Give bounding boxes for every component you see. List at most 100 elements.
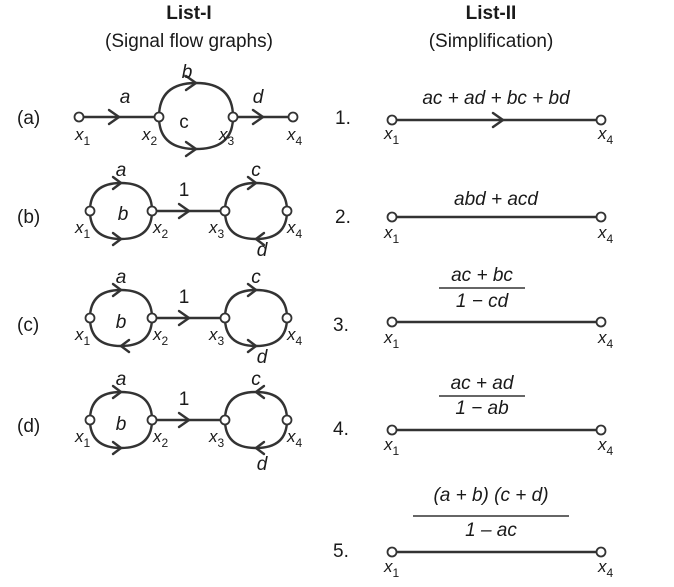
gain-label: 1 (179, 389, 190, 410)
gain-label: a (120, 87, 131, 108)
gain-label: d (257, 347, 269, 368)
graph-label: (b) (17, 207, 40, 228)
arrow-right-icon (111, 231, 123, 247)
gain-label: 1 (179, 180, 190, 201)
node-label: x3 (208, 427, 225, 450)
node (146, 414, 158, 426)
arrow-right-icon (251, 108, 265, 126)
option-numerator: ac + ad (451, 373, 515, 394)
gain-label: d (257, 240, 269, 261)
graph-label: (a) (17, 108, 40, 129)
node (281, 205, 293, 217)
loop2-lower (223, 317, 289, 348)
arrow-right-icon (177, 202, 191, 220)
node (219, 414, 231, 426)
branch-upper (157, 81, 235, 118)
gain-label: a (116, 369, 127, 390)
node (595, 546, 607, 558)
arrow-right-icon (107, 108, 121, 126)
signal-flow-graph-a: (a) a b c d x1 x2 x3 x4 (17, 62, 303, 158)
node-label: x1 (383, 124, 400, 147)
arrow-right-icon (111, 175, 123, 191)
loop2-upper (223, 288, 289, 319)
node (84, 414, 96, 426)
gain-label: d (257, 454, 269, 475)
signal-flow-graph-d: (d) a b 1 c d x1 x2 x3 x4 (17, 369, 303, 475)
node-label: x2 (152, 325, 169, 348)
arrow-right-icon (491, 111, 505, 129)
node (84, 205, 96, 217)
node-label: x2 (141, 125, 158, 148)
node (153, 111, 165, 123)
arrow-left-icon (254, 384, 266, 400)
node (595, 316, 607, 328)
node (219, 312, 231, 324)
node (146, 205, 158, 217)
loop2-upper (223, 181, 289, 212)
node-label: x4 (597, 124, 614, 147)
gain-label: b (118, 204, 129, 225)
option-numerator: ac + bc (451, 265, 513, 286)
node (227, 111, 239, 123)
list1-subtitle: (Signal flow graphs) (105, 31, 273, 52)
node (595, 424, 607, 436)
option-number: 5. (333, 541, 349, 562)
gain-label: c (251, 369, 261, 390)
node-label: x3 (218, 125, 235, 148)
node-label: x4 (597, 435, 614, 458)
node-label: x2 (152, 218, 169, 241)
node-label: x1 (383, 328, 400, 351)
node (84, 312, 96, 324)
node-label: x2 (152, 427, 169, 450)
signal-flow-graph-c: (c) a b 1 c d x1 x2 x3 x4 (17, 267, 303, 368)
arrow-right-icon (184, 140, 198, 158)
option-1: 1. ac + ad + bc + bd x1 x4 (335, 88, 614, 147)
arrow-left-icon (254, 231, 266, 247)
node (219, 205, 231, 217)
gain-label: 1 (179, 287, 190, 308)
node-label: x3 (208, 325, 225, 348)
loop2-upper (223, 390, 289, 421)
node-label: x1 (383, 223, 400, 246)
loop2-lower (223, 210, 289, 241)
gain-label: c (179, 112, 189, 133)
node-label: x1 (383, 435, 400, 458)
node (287, 111, 299, 123)
node-label: x4 (286, 218, 303, 241)
gain-label: a (116, 160, 127, 181)
option-2: 2. abd + acd x1 x4 (335, 189, 614, 246)
node-label: x1 (74, 325, 91, 348)
node (386, 114, 398, 126)
node-label: x4 (597, 328, 614, 351)
option-expression: abd + acd (454, 189, 539, 210)
node-label: x4 (286, 325, 303, 348)
option-3: 3. ac + bc 1 − cd x1 x4 (333, 265, 614, 351)
node (73, 111, 85, 123)
signal-flow-graph-b: (b) a b 1 c d x1 x2 x3 x4 (17, 160, 303, 261)
node-label: x4 (286, 125, 303, 148)
node-label: x1 (383, 557, 400, 580)
node-label: x4 (597, 223, 614, 246)
list2-subtitle: (Simplification) (429, 31, 554, 52)
option-4: 4. ac + ad 1 − ab x1 x4 (333, 373, 614, 458)
arrow-right-icon (177, 411, 191, 429)
node-label: x1 (74, 218, 91, 241)
arrow-right-icon (246, 338, 258, 354)
option-numerator: (a + b) (c + d) (433, 485, 548, 506)
option-number: 2. (335, 207, 351, 228)
arrow-left-icon (254, 440, 266, 456)
option-number: 1. (335, 108, 351, 129)
arrow-right-icon (246, 175, 258, 191)
node (386, 211, 398, 223)
arrow-right-icon (111, 440, 123, 456)
arrow-right-icon (177, 309, 191, 327)
arrow-right-icon (111, 384, 123, 400)
node-label: x4 (286, 427, 303, 450)
option-number: 4. (333, 419, 349, 440)
option-expression: ac + ad + bc + bd (422, 88, 571, 109)
node (146, 312, 158, 324)
list1-title: List-I (166, 3, 211, 24)
node (595, 114, 607, 126)
list2-title: List-II (466, 3, 517, 24)
